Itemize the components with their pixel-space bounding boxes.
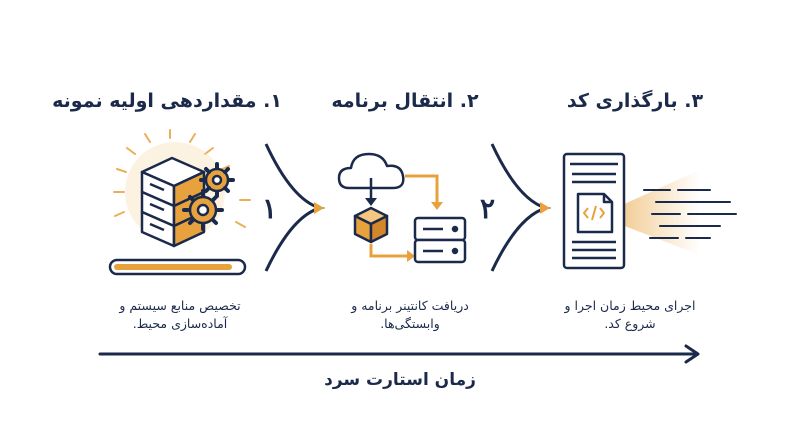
step1-description: تخصیص منابع سیستم و آماده‌سازی محیط. [90, 297, 270, 333]
step3-desc-line2: شروع کد. [604, 316, 656, 331]
step2-desc-line1: دریافت کانتینر برنامه و [351, 298, 469, 313]
connector-2-chevron [490, 143, 552, 272]
cloud-icon [337, 152, 405, 190]
connector-2-number: ۲ [480, 192, 496, 225]
code-document-icon [562, 152, 626, 270]
step1-desc-line2: آماده‌سازی محیط. [132, 316, 228, 331]
progress-bar [108, 258, 247, 276]
box-icon [353, 206, 389, 244]
speed-lines [643, 189, 737, 239]
step2-desc-line2: وابستگی‌ها. [380, 316, 440, 331]
timeline-arrow [98, 344, 700, 364]
connector-1-number: ۱ [262, 192, 278, 225]
server-icon [413, 216, 467, 264]
glow-beam [622, 170, 700, 255]
timeline-label: زمان استارت سرد [324, 370, 476, 390]
connector-1-chevron [264, 143, 326, 272]
gear-icon [182, 162, 235, 231]
step2-illustration [337, 152, 467, 264]
step2-title: ۲. انتقال برنامه [331, 90, 479, 112]
step1-desc-line1: تخصیص منابع سیستم و [119, 298, 241, 313]
step3-title: ۳. بارگذاری کد [566, 90, 704, 112]
step1-title: ۱. مقداردهی اولیه نمونه [52, 90, 282, 112]
step3-desc-line1: اجرای محیط زمان اجرا و [564, 298, 696, 313]
server-stack-icon [140, 156, 206, 248]
step2-description: دریافت کانتینر برنامه و وابستگی‌ها. [320, 297, 500, 333]
step3-illustration [562, 152, 737, 270]
step3-description: اجرای محیط زمان اجرا و شروع کد. [540, 297, 720, 333]
step1-illustration [108, 129, 251, 276]
